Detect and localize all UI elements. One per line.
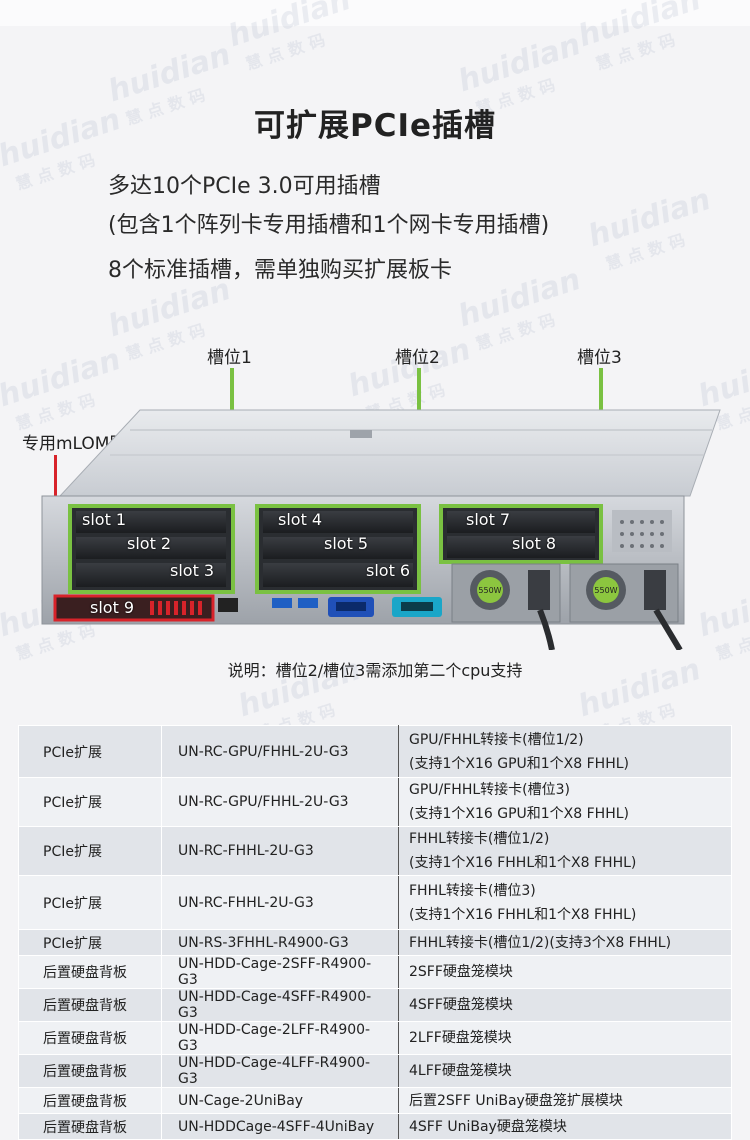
table-row: PCIe扩展 UN-RC-GPU/FHHL-2U-G3 GPU/FHHL转接卡(… <box>18 777 732 827</box>
cell-category: PCIe扩展 <box>18 929 162 956</box>
cell-category: 后置硬盘背板 <box>18 1021 162 1055</box>
cell-desc: 4SFF硬盘笼模块 <box>398 988 732 1022</box>
table-row: 后置硬盘背板 UN-HDD-Cage-2LFF-R4900-G3 2LFF硬盘笼… <box>18 1021 732 1055</box>
table-row: 后置硬盘背板 UN-HDDCage-4SFF-4UniBay 4SFF UniB… <box>18 1113 732 1140</box>
psu-label: 550W <box>594 586 617 595</box>
spec-table: PCIe扩展 UN-RC-GPU/FHHL-2U-G3 GPU/FHHL转接卡(… <box>18 725 732 1140</box>
slot-label: slot 8 <box>512 534 557 553</box>
table-row: 后置硬盘背板 UN-HDD-Cage-2SFF-R4900-G3 2SFF硬盘笼… <box>18 955 732 989</box>
cell-model: UN-RC-GPU/FHHL-2U-G3 <box>161 725 399 778</box>
intro-line: 8个标准插槽，需单独购买扩展板卡 <box>108 258 452 283</box>
table-row: 后置硬盘背板 UN-HDD-Cage-4LFF-R4900-G3 4LFF硬盘笼… <box>18 1054 732 1088</box>
table-row: PCIe扩展 UN-RC-FHHL-2U-G3 FHHL转接卡(槽位1/2)(支… <box>18 826 732 876</box>
slot-group-2-label: 槽位2 <box>395 348 440 368</box>
cell-model: UN-HDD-Cage-2LFF-R4900-G3 <box>161 1021 399 1055</box>
slot-label: slot 9 <box>90 598 135 617</box>
cell-desc: FHHL转接卡(槽位1/2)(支持3个X8 FHHL) <box>398 929 732 956</box>
cell-category: PCIe扩展 <box>18 777 162 827</box>
slot-label: slot 3 <box>170 561 215 580</box>
table-row: PCIe扩展 UN-RS-3FHHL-R4900-G3 FHHL转接卡(槽位1/… <box>18 929 732 956</box>
psu-label: 550W <box>478 586 501 595</box>
note-text: 说明：槽位2/槽位3需添加第二个cpu支持 <box>227 661 523 680</box>
cell-category: 后置硬盘背板 <box>18 955 162 989</box>
cell-model: UN-Cage-2UniBay <box>161 1087 399 1114</box>
cell-category: 后置硬盘背板 <box>18 1054 162 1088</box>
cell-model: UN-HDDCage-4SFF-4UniBay <box>161 1113 399 1140</box>
cell-model: UN-RC-FHHL-2U-G3 <box>161 875 399 930</box>
cell-desc: 2SFF硬盘笼模块 <box>398 955 732 989</box>
top-band <box>0 0 750 26</box>
cell-category: 后置硬盘背板 <box>18 1113 162 1140</box>
cell-model: UN-HDD-Cage-2SFF-R4900-G3 <box>161 955 399 989</box>
slot-label: slot 7 <box>466 510 511 529</box>
cell-desc: FHHL转接卡(槽位3)(支持1个X16 FHHL和1个X8 FHHL) <box>398 875 732 930</box>
cell-model: UN-RC-FHHL-2U-G3 <box>161 826 399 876</box>
slot-label: slot 2 <box>127 534 172 553</box>
server-rear-illustration: 550W 550W <box>41 409 721 650</box>
cell-desc: 4LFF硬盘笼模块 <box>398 1054 732 1088</box>
cell-category: PCIe扩展 <box>18 725 162 778</box>
cell-category: 后置硬盘背板 <box>18 1087 162 1114</box>
table-row: 后置硬盘背板 UN-HDD-Cage-4SFF-R4900-G3 4SFF硬盘笼… <box>18 988 732 1022</box>
cell-category: PCIe扩展 <box>18 826 162 876</box>
cell-model: UN-HDD-Cage-4SFF-R4900-G3 <box>161 988 399 1022</box>
cell-model: UN-HDD-Cage-4LFF-R4900-G3 <box>161 1054 399 1088</box>
page-title: 可扩展PCIe插槽 <box>253 108 497 144</box>
intro-line: (包含1个阵列卡专用插槽和1个网卡专用插槽) <box>108 213 550 238</box>
slot-group-1-label: 槽位1 <box>207 348 252 368</box>
slot-label: slot 4 <box>278 510 323 529</box>
table-row: PCIe扩展 UN-RC-GPU/FHHL-2U-G3 GPU/FHHL转接卡(… <box>18 725 732 778</box>
cell-model: UN-RC-GPU/FHHL-2U-G3 <box>161 777 399 827</box>
slot-label: slot 6 <box>366 561 411 580</box>
cell-model: UN-RS-3FHHL-R4900-G3 <box>161 929 399 956</box>
table-row: PCIe扩展 UN-RC-FHHL-2U-G3 FHHL转接卡(槽位3)(支持1… <box>18 875 732 930</box>
cell-category: PCIe扩展 <box>18 875 162 930</box>
slot-label: slot 1 <box>82 510 127 529</box>
slot-label: slot 5 <box>324 534 369 553</box>
cell-desc: 后置2SFF UniBay硬盘笼扩展模块 <box>398 1087 732 1114</box>
cell-desc: 2LFF硬盘笼模块 <box>398 1021 732 1055</box>
cell-desc: FHHL转接卡(槽位1/2)(支持1个X16 FHHL和1个X8 FHHL) <box>398 826 732 876</box>
cell-desc: GPU/FHHL转接卡(槽位1/2)(支持1个X16 GPU和1个X8 FHHL… <box>398 725 732 778</box>
cell-category: 后置硬盘背板 <box>18 988 162 1022</box>
intro-line: 多达10个PCIe 3.0可用插槽 <box>108 174 381 199</box>
slot-group-3-label: 槽位3 <box>577 348 622 368</box>
cell-desc: 4SFF UniBay硬盘笼模块 <box>398 1113 732 1140</box>
cell-desc: GPU/FHHL转接卡(槽位3)(支持1个X16 GPU和1个X8 FHHL) <box>398 777 732 827</box>
table-row: 后置硬盘背板 UN-Cage-2UniBay 后置2SFF UniBay硬盘笼扩… <box>18 1087 732 1114</box>
